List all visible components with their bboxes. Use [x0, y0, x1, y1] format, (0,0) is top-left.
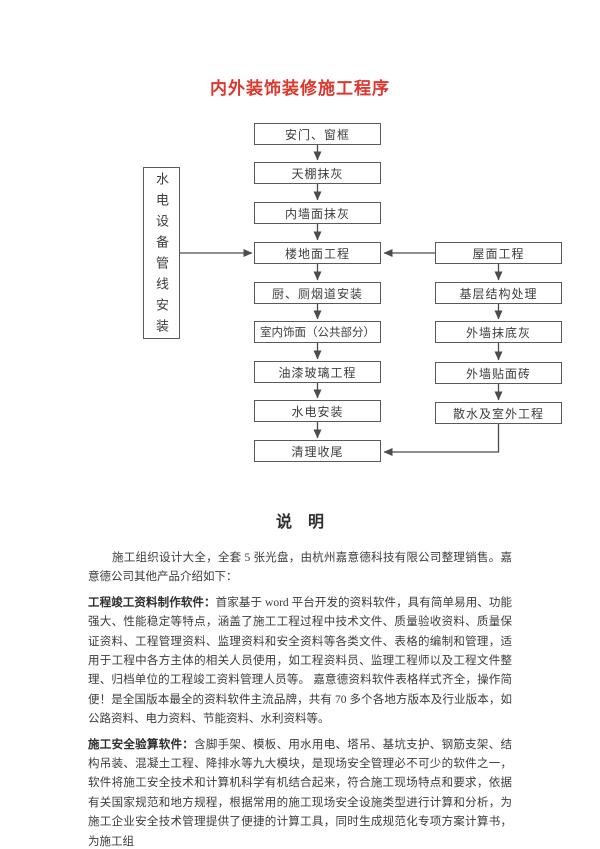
- flow-node-apron-outdoor-works: 散水及室外工程: [435, 402, 562, 424]
- notes-paragraph-safety-software: 施工安全验算软件：含脚手架、模板、用水用电、塔吊、基坑支护、钢筋支架、结构吊装、…: [88, 736, 512, 849]
- notes-paragraph-completion-software: 工程竣工资料制作软件：首家基于 word 平台开发的资料软件，具有简单易用、功能…: [88, 594, 512, 730]
- flow-node-flue-install: 厨、厕烟道安装: [254, 282, 381, 304]
- flow-node-ceiling-plaster: 天棚抹灰: [254, 162, 381, 184]
- page-title: 内外装饰装修施工程序: [210, 79, 390, 98]
- flow-node-utility-pipelines: 水电设备管线安装: [143, 167, 180, 340]
- flow-node-exterior-facing-tiles: 外墙贴面砖: [435, 362, 562, 384]
- flow-node-cleanup-finish: 清理收尾: [254, 440, 381, 462]
- arrow-outdoor-to-cleanup: [383, 424, 500, 456]
- paragraph-lead-label: 工程竣工资料制作软件：: [88, 596, 216, 609]
- flow-node-floor-works: 楼地面工程: [254, 242, 381, 264]
- flow-node-plumbing-electric-install: 水电安装: [254, 400, 381, 422]
- flow-node-base-structure-treatment: 基层结构处理: [435, 282, 562, 304]
- paragraph-body-text: 含脚手架、模板、用水用电、塔吊、基坑支护、钢筋支架、结构吊装、混凝土工程、降排水…: [88, 738, 513, 848]
- notes-intro-paragraph: 施工组织设计大全，全套 5 张光盘，由杭州嘉意德科技有限公司整理销售。嘉意德公司…: [88, 552, 512, 584]
- flow-node-paint-glass-works: 油漆玻璃工程: [254, 361, 381, 383]
- paragraph-lead-label: 施工安全验算软件：: [88, 738, 195, 751]
- flow-node-doors-window-frames: 安门、窗框: [254, 123, 381, 145]
- flow-node-exterior-base-plaster: 外墙抹底灰: [435, 321, 562, 343]
- notes-section: 施工组织设计大全，全套 5 张光盘，由杭州嘉意德科技有限公司整理销售。嘉意德公司…: [88, 549, 512, 849]
- paragraph-body-text: 首家基于 word 平台开发的资料软件，具有简单易用、功能强大、性能稳定等特点，…: [88, 596, 512, 726]
- flow-node-interior-finish-public: 室内饰面（公共部分）: [254, 321, 381, 343]
- flow-node-interior-wall-plaster: 内墙面抹灰: [254, 202, 381, 224]
- flow-node-roof-works: 屋面工程: [435, 242, 562, 264]
- notes-heading: 说 明: [275, 514, 324, 531]
